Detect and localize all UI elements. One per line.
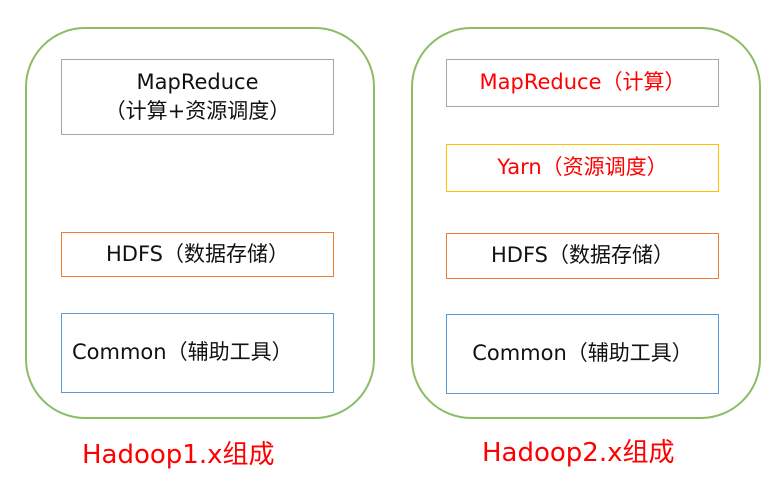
hadoop1-caption: Hadoop1.x组成 [82,440,275,470]
hadoop1-mapreduce-label: MapReduce [136,69,259,94]
hadoop1-mapreduce-box: MapReduce （计算+资源调度） [61,59,334,135]
hadoop2-yarn-label: Yarn（资源调度） [497,155,668,180]
hadoop2-common-box: Common（辅助工具） [446,314,719,394]
hadoop2-common-label: Common（辅助工具） [472,341,693,366]
hadoop2-mapreduce-label: MapReduce（计算） [479,70,686,95]
hadoop2-caption: Hadoop2.x组成 [482,438,675,468]
hadoop1-hdfs-box: HDFS（数据存储） [61,232,334,277]
hadoop1-common-label: Common（辅助工具） [72,340,293,365]
hadoop1-hdfs-label: HDFS（数据存储） [105,241,289,266]
hadoop2-hdfs-box: HDFS（数据存储） [446,233,719,279]
hadoop2-hdfs-label: HDFS（数据存储） [490,243,674,268]
hadoop1-common-box: Common（辅助工具） [61,313,334,393]
hadoop1-mapreduce-sublabel: （计算+资源调度） [104,99,291,123]
hadoop2-mapreduce-box: MapReduce（计算） [446,59,719,107]
hadoop2-yarn-box: Yarn（资源调度） [446,144,719,192]
